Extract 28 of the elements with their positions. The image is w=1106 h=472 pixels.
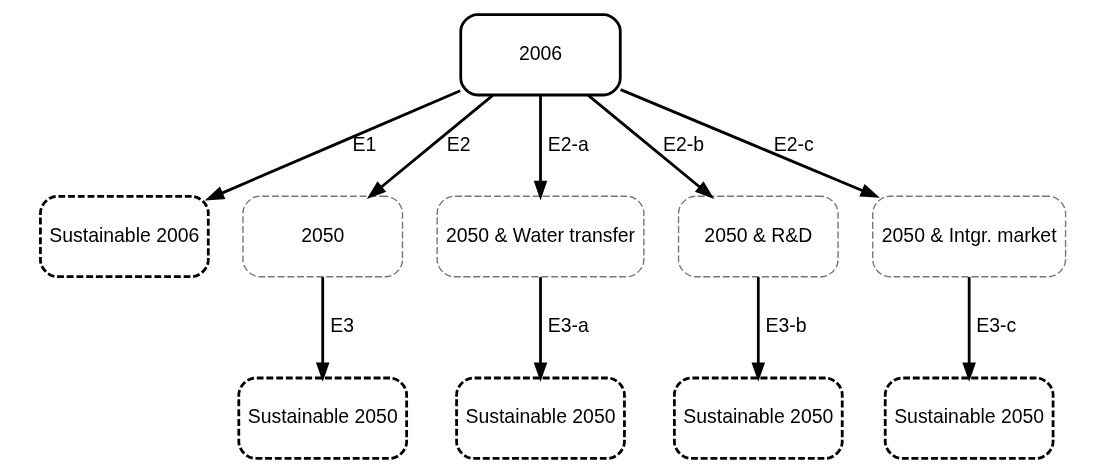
node-box: 2050 & Intgr. market <box>872 195 1067 277</box>
node-box: Sustainable 2050 <box>455 376 626 460</box>
node-box: Sustainable 2006 <box>39 194 210 278</box>
arrow <box>962 276 976 382</box>
node-box: 2050 <box>242 195 404 277</box>
arrow <box>533 276 548 382</box>
edge-label: E1 <box>352 132 377 155</box>
edge-label: E2-b <box>662 132 704 155</box>
arrow <box>315 276 330 382</box>
arrow <box>204 88 461 201</box>
node-box: Sustainable 2050 <box>673 376 844 460</box>
arrow <box>366 93 494 199</box>
node-box: Sustainable 2050 <box>883 376 1055 460</box>
edge-label: E2-c <box>773 132 814 155</box>
node-box: 2050 & Water transfer <box>436 195 645 277</box>
node-box: Sustainable 2050 <box>237 376 409 460</box>
arrow <box>620 87 880 198</box>
arrow <box>587 93 715 199</box>
edge-label: E3 <box>330 313 355 336</box>
edge-label: E3-b <box>765 313 807 336</box>
arrow <box>751 276 766 382</box>
edge-label: E2 <box>446 132 471 155</box>
node-box: 2006 <box>459 12 622 96</box>
edge-label: E2-a <box>547 132 589 155</box>
edge-label: E3-a <box>547 313 589 336</box>
edge-label: E3-c <box>976 313 1017 336</box>
node-box: 2050 & R&D <box>677 195 839 277</box>
arrow <box>533 94 548 200</box>
